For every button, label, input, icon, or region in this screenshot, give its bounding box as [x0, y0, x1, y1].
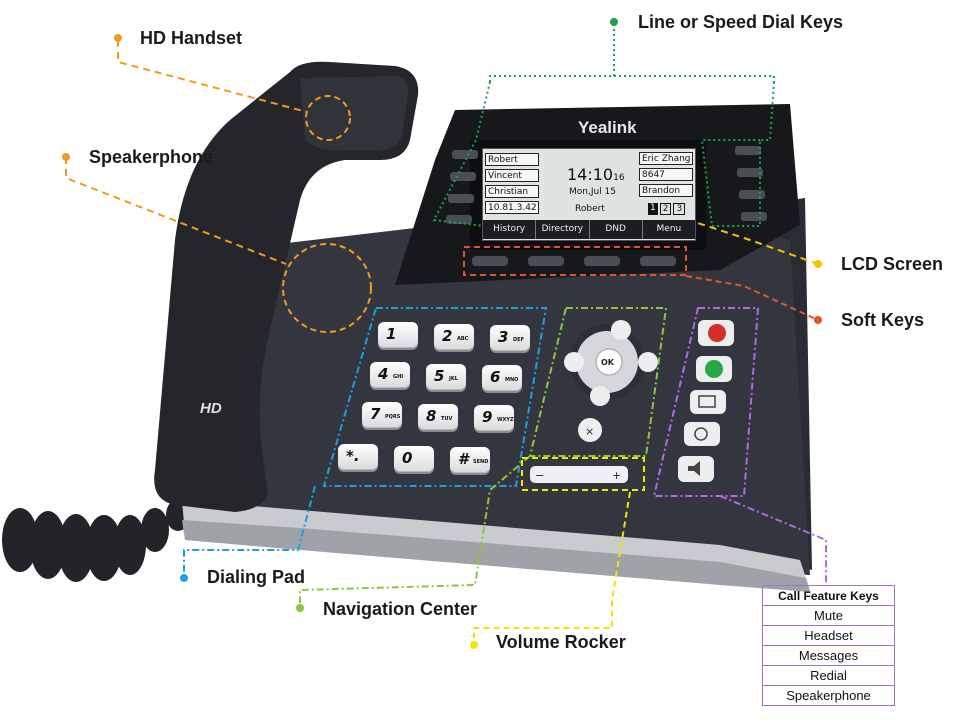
key-star: *. — [338, 444, 378, 470]
line-keys-left — [446, 150, 478, 224]
table-title: Call Feature Keys — [762, 585, 895, 606]
page-indicator: 1 2 3 — [648, 203, 686, 215]
hd-mark: HD — [200, 400, 222, 417]
annotation-navigation — [299, 307, 668, 608]
key-0: 0 — [394, 446, 434, 472]
svg-text:+: + — [612, 469, 621, 482]
phone-base — [180, 225, 810, 575]
annotation-soft-keys — [463, 246, 819, 321]
annotation-speakerphone — [65, 157, 372, 333]
call-feature-buttons — [678, 320, 734, 482]
brand-logo: Yealink — [578, 118, 637, 137]
annotation-line-keys — [432, 24, 775, 227]
line-key-label-4: 10.81.3.42 — [485, 201, 539, 214]
label-dialing-pad: Dialing Pad — [207, 567, 306, 587]
table-row-mute: Mute — [762, 605, 895, 626]
call-feature-table: Call Feature Keys Mute Headset Messages … — [762, 585, 895, 706]
svg-text:−: − — [535, 469, 544, 482]
label-soft-keys: Soft Keys — [841, 310, 925, 330]
key-hash: #SEND — [450, 447, 490, 473]
page-2: 2 — [659, 203, 672, 215]
softkey-history: History — [483, 220, 537, 239]
table-row-messages: Messages — [762, 645, 895, 666]
softkey-directory: Directory — [536, 220, 590, 239]
annotation-hd-handset — [117, 40, 351, 141]
navigation-cluster: × — [530, 320, 658, 483]
table-row-speakerphone: Speakerphone — [762, 685, 895, 706]
label-speakerphone: Speakerphone — [89, 147, 214, 167]
svg-text:×: × — [585, 425, 594, 438]
table-row-headset: Headset — [762, 625, 895, 646]
label-lcd-screen: LCD Screen — [841, 254, 944, 274]
line-key-label-1: Robert — [485, 153, 539, 166]
softkey-bar: History Directory DND Menu — [483, 220, 695, 239]
annotation-volume — [473, 457, 645, 645]
label-volume-rocker: Volume Rocker — [496, 632, 626, 652]
table-row-redial: Redial — [762, 665, 895, 686]
lcd-screen: Robert Vincent Christian 10.81.3.42 Eric… — [482, 148, 696, 241]
clock-seconds: 16 — [613, 173, 625, 183]
label-line-keys: Line or Speed Dial Keys — [638, 12, 844, 32]
key-1: 1 — [378, 322, 418, 348]
annotation-dialing-pad — [183, 307, 548, 578]
line-key-label-2: Vincent — [485, 169, 539, 182]
account-user: Robert — [575, 204, 605, 214]
clock-date: Mon,Jul 15 — [569, 187, 617, 197]
line-key-label-5: Eric Zhang — [639, 152, 693, 165]
page-1: 1 — [648, 203, 658, 215]
clock-time: 14:10 — [567, 165, 614, 184]
handset — [154, 61, 419, 512]
line-key-label-6: 8647 — [639, 168, 693, 181]
ok-label: OK — [601, 358, 615, 367]
line-key-label-7: Brandon — [639, 184, 693, 197]
page-3: 3 — [673, 203, 686, 215]
softkey-dnd: DND — [590, 220, 643, 239]
coiled-cord — [2, 499, 190, 582]
annotation-call-features — [652, 307, 827, 585]
softkey-menu: Menu — [656, 224, 682, 234]
soft-key-buttons — [472, 256, 676, 266]
line-key-label-3: Christian — [485, 185, 539, 198]
line-keys-right — [735, 146, 767, 221]
label-navigation-center: Navigation Center — [323, 599, 478, 619]
label-hd-handset: HD Handset — [140, 28, 243, 48]
